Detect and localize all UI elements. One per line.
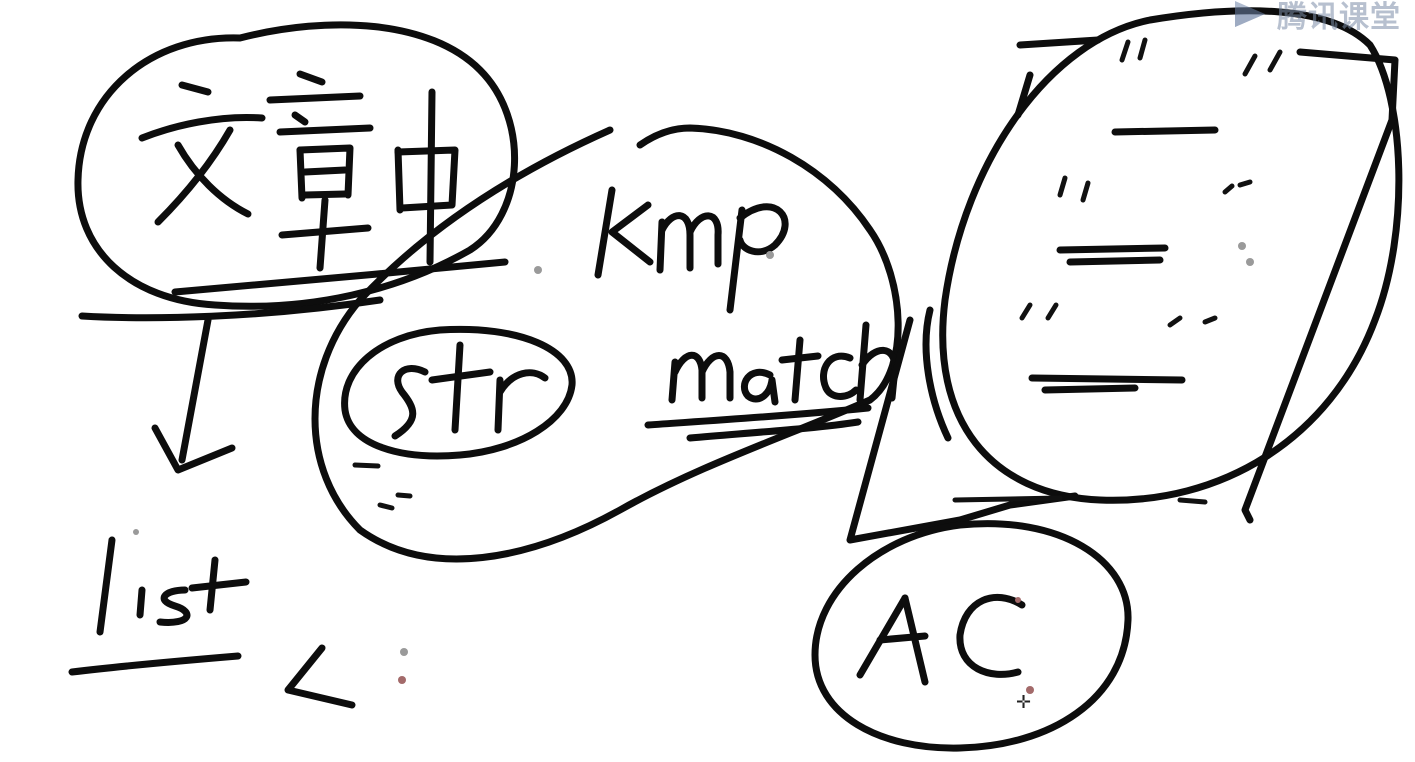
document-lines <box>952 37 1283 505</box>
down-arrow-head <box>151 424 236 474</box>
play-triangle-logo-icon <box>1235 1 1265 27</box>
right-oval <box>939 7 1403 504</box>
label-ac <box>856 593 1026 686</box>
ac-circle <box>811 520 1132 752</box>
char-zhang <box>266 70 374 272</box>
match-underline-2 <box>686 418 862 442</box>
document-shape <box>846 36 1399 544</box>
down-arrow-shaft <box>178 316 212 464</box>
label-list <box>96 529 250 636</box>
article-underline <box>171 258 509 296</box>
less-than-mark <box>284 644 356 709</box>
label-str <box>391 341 549 440</box>
char-wen <box>138 81 266 226</box>
crosshair-cursor-icon: ✛ <box>1016 692 1032 713</box>
match-underline-1 <box>644 404 872 429</box>
list-underline <box>68 652 242 676</box>
kmp-blob <box>311 124 902 563</box>
article-circle <box>74 21 518 310</box>
str-circle <box>341 325 576 460</box>
watermark-text: 腾讯课堂 <box>1277 0 1401 35</box>
label-match <box>668 321 899 406</box>
baseline-line <box>78 296 384 322</box>
label-kmp <box>594 186 789 314</box>
watermark: 腾讯课堂 <box>1229 0 1401 36</box>
